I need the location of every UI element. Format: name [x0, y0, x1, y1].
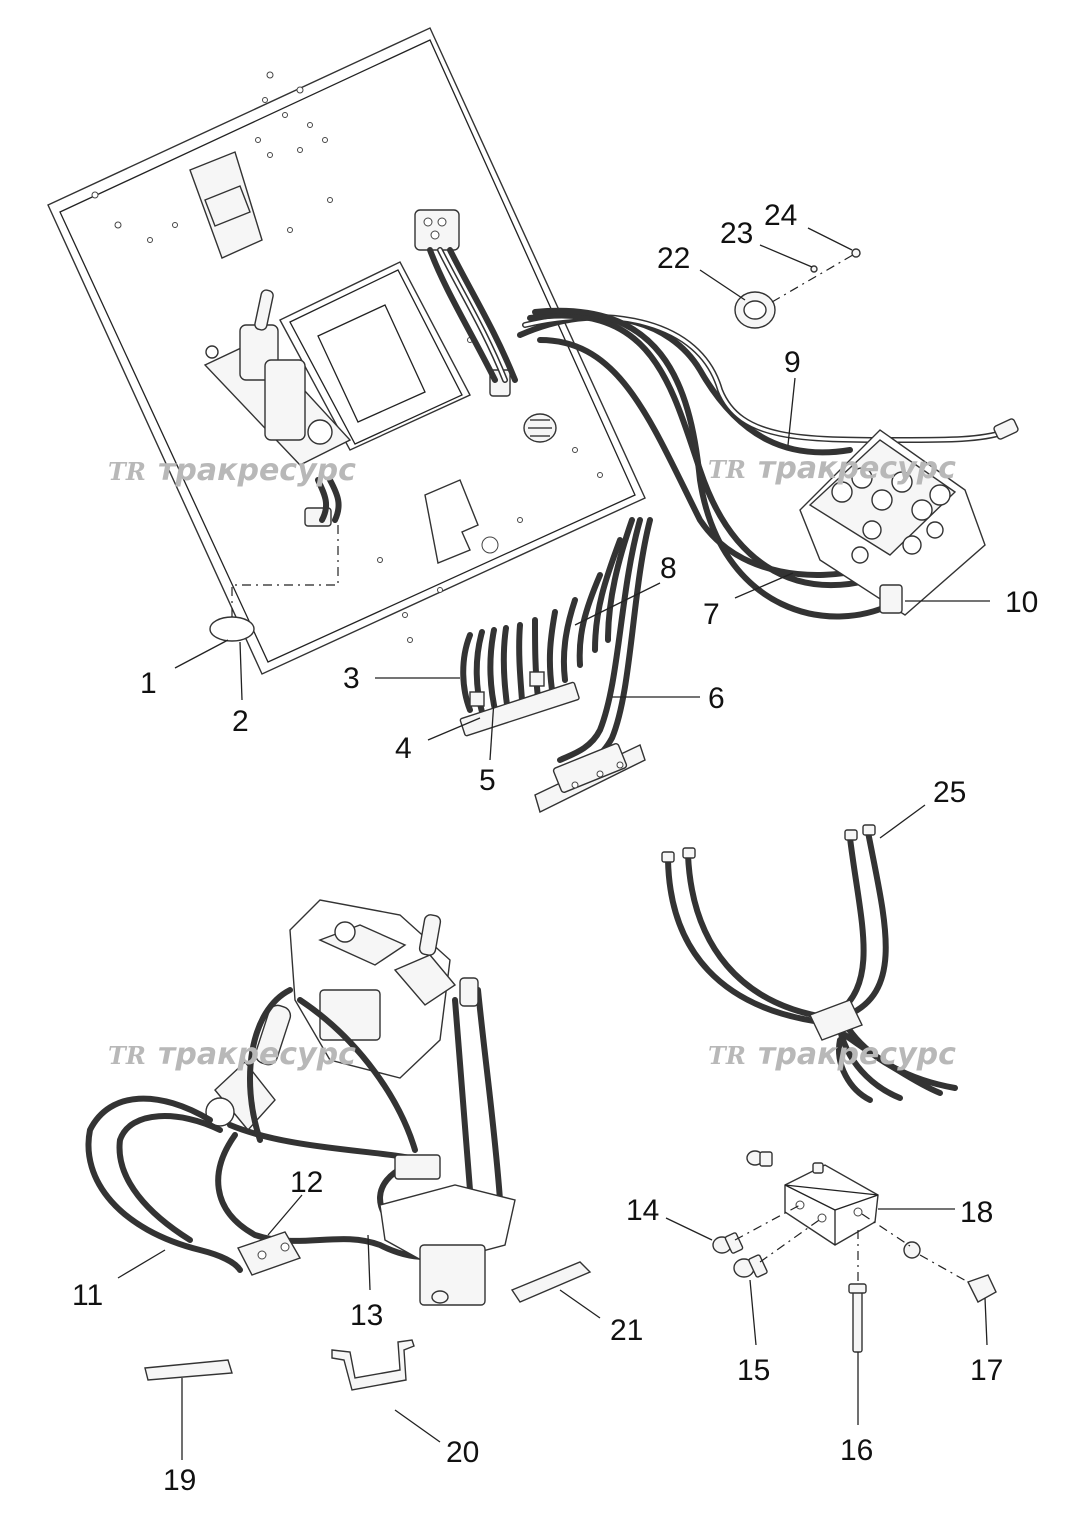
callout-21: 21: [610, 1314, 643, 1347]
callout-15: 15: [737, 1354, 770, 1387]
callout-2: 2: [232, 705, 249, 738]
callout-3: 3: [343, 662, 360, 695]
callout-17: 17: [970, 1354, 1003, 1387]
callout-16: 16: [840, 1434, 873, 1467]
callout-22: 22: [657, 242, 690, 275]
fitting-15: [733, 1254, 768, 1278]
fitting-18-top: [746, 1150, 773, 1167]
callout-18: 18: [960, 1196, 993, 1229]
callout-8: 8: [660, 552, 677, 585]
plate-joystick-console: [203, 289, 352, 466]
control-valve: [799, 429, 986, 616]
bracket-21: [510, 1261, 592, 1303]
bracket-20: [331, 1339, 415, 1391]
callout-13: 13: [350, 1299, 383, 1332]
watermark-text: тракресурс: [158, 1037, 356, 1072]
callout-12: 12: [290, 1166, 323, 1199]
bracket-19: [144, 1359, 233, 1381]
fitting-17: [903, 1241, 997, 1303]
leader-lines: [117, 227, 990, 1460]
callout-1: 1: [140, 667, 157, 700]
grommet-axis: [231, 525, 339, 617]
plate-holes: [91, 71, 603, 643]
callout-labels: 1 2 3 4 5 6 7 8 9 10 11 12 13 14 15 16 1…: [72, 199, 1038, 1497]
grommet: [209, 616, 255, 642]
callout-24: 24: [764, 199, 797, 232]
connector-harness: [315, 247, 518, 523]
callout-4: 4: [395, 732, 412, 765]
hose-clamp: [734, 248, 861, 329]
window-frame: [279, 261, 471, 451]
manifold-bar: [534, 743, 646, 813]
callout-20: 20: [446, 1436, 479, 1469]
callout-5: 5: [479, 764, 496, 797]
pedal-bracket: [189, 151, 263, 259]
watermark-bottom-right: TR тракресурс: [708, 1037, 956, 1072]
callout-11: 11: [72, 1279, 103, 1312]
bolt-16: [848, 1283, 867, 1353]
callout-23: 23: [720, 217, 753, 250]
callout-9: 9: [784, 346, 801, 379]
vent-grill: [523, 413, 557, 443]
watermark-logo: TR: [708, 455, 746, 484]
hose-set: [661, 824, 958, 1103]
callout-6: 6: [708, 682, 725, 715]
callout-25: 25: [933, 776, 966, 809]
callout-10: 10: [1005, 586, 1038, 619]
watermark-bottom-left: TR тракресурс: [108, 1037, 356, 1072]
watermark-top-left: TR тракресурс: [108, 453, 356, 488]
watermark-text: тракресурс: [758, 1037, 956, 1072]
watermark-top-right: TR тракресурс: [708, 451, 956, 486]
lower-harness: [459, 517, 653, 771]
watermark-logo: TR: [708, 1041, 746, 1070]
callout-19: 19: [163, 1464, 196, 1497]
joystick-assembly: [85, 899, 516, 1306]
callout-14: 14: [626, 1194, 659, 1227]
control-panel-plate: [47, 27, 646, 675]
watermark-text: тракресурс: [158, 453, 356, 488]
callout-7: 7: [703, 598, 720, 631]
fitting-block: [712, 1150, 997, 1353]
watermark-text: тракресурс: [758, 451, 956, 486]
fitting-14: [712, 1232, 744, 1254]
floor-cutout: [424, 479, 479, 564]
watermark-logo: TR: [108, 1041, 146, 1070]
watermark-logo: TR: [108, 457, 146, 486]
